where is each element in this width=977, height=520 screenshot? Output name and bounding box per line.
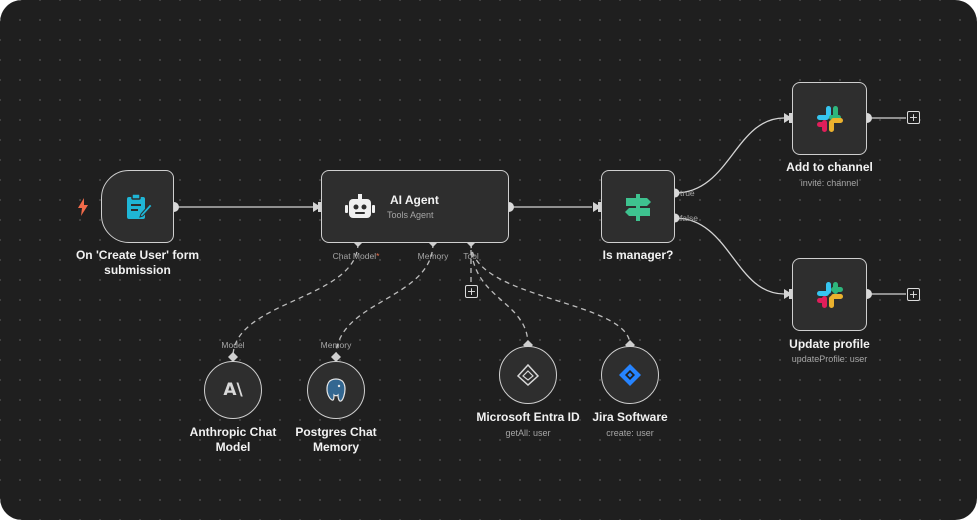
output-label-false: false [680, 213, 698, 223]
input-arrow-agent [313, 202, 321, 212]
wire-false-update-profile [674, 217, 785, 295]
agent-subtitle: Tools Agent [387, 210, 434, 220]
add-tool-button[interactable]: + [465, 285, 478, 298]
form-icon [101, 170, 174, 243]
input-arrow-add-channel [784, 113, 792, 123]
postgres-icon [307, 361, 365, 419]
trigger-title: On 'Create User' form submission [75, 248, 200, 277]
required-marker: * [376, 251, 380, 261]
port-diamond-model-in [228, 352, 238, 362]
anthropic-title: Anthropic Chat Model [189, 425, 277, 454]
port-diamond-memory-in [331, 352, 341, 362]
node-microsoft-entra-id[interactable] [499, 346, 557, 404]
postgres-title: Postgres Chat Memory [295, 425, 377, 454]
input-arrow-update-profile [784, 289, 792, 299]
port-label-memory: Memory [417, 251, 449, 261]
jira-icon [601, 346, 659, 404]
add-after-update-profile-button[interactable]: + [907, 288, 920, 301]
add-after-add-channel-button[interactable]: + [907, 111, 920, 124]
trigger-bolt-icon [74, 197, 92, 217]
anthropic-icon: A\ [223, 380, 243, 400]
entra-icon [499, 346, 557, 404]
output-label-true: true [680, 188, 695, 198]
node-anthropic-chat-model[interactable] [204, 361, 262, 419]
slack-icon [792, 82, 867, 155]
port-label-tool: Tool [463, 251, 479, 261]
add-channel-subtitle: invite: channel [800, 178, 859, 188]
entra-title: Microsoft Entra ID [476, 410, 580, 424]
port-label-memory-in: Memory [320, 340, 352, 350]
wire-memory [335, 242, 434, 358]
port-label-chat-model: Chat Model* [332, 251, 380, 261]
update-profile-subtitle: updateProfile: user [791, 354, 868, 364]
add-channel-title: Add to channel [786, 160, 873, 174]
node-update-profile[interactable] [792, 258, 867, 331]
robot-icon [344, 193, 376, 221]
wire-tool-jira [470, 242, 631, 346]
is-manager-title: Is manager? [602, 248, 674, 262]
jira-title: Jira Software [592, 410, 668, 424]
agent-title: AI Agent [390, 193, 439, 207]
entra-subtitle: getAll: user [505, 428, 551, 438]
update-profile-title: Update profile [789, 337, 870, 351]
signpost-icon [601, 170, 675, 243]
slack-icon [792, 258, 867, 331]
wire-true-add-channel [674, 117, 785, 194]
wire-model [232, 242, 359, 358]
wire-tool-entra [470, 242, 529, 346]
port-label-model: Model [221, 340, 245, 350]
jira-subtitle: create: user [606, 428, 654, 438]
input-arrow-ismanager [593, 202, 601, 212]
